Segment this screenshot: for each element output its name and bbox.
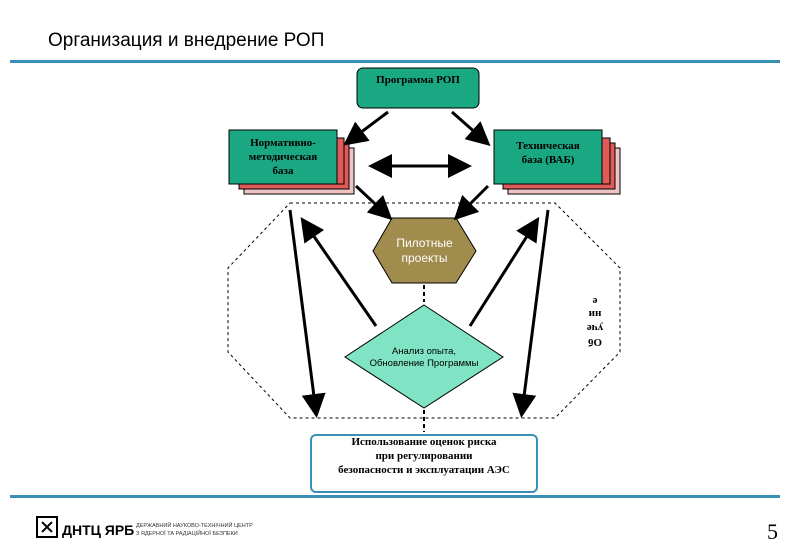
analysis-label: Анализ опыта, Обновление Программы [369,346,479,369]
arrow-technical-to-pilot [453,184,490,221]
program-label: Программа РОП [376,74,460,86]
normative-base-box [228,129,338,185]
technical-base-label: Техническая база (ВАБ) [516,140,580,166]
page-number: 5 [767,519,778,544]
pilot-projects-label: Пилотные проекты [396,236,453,265]
arrow-program-to-technical [451,110,491,146]
arrow-right-up [468,216,540,327]
technical-base-stack [493,129,621,195]
footer-divider [10,495,780,498]
logo-abbreviation: ДНТЦ ЯРБ [62,522,135,538]
program-box [356,67,480,109]
logo-line-1: ДЕРЖАВНИЙ НАУКОВО-ТЕХНІЧНИЙ ЦЕНТР [136,523,253,529]
page-title: Организация и внедрение РОП [48,30,325,51]
arrow-normative-to-pilot [354,184,393,221]
risk-usage-label: Использование оценок риска при регулиров… [338,436,510,476]
arrow-left-up [300,217,378,327]
logo-line-2: З ЯДЕРНОЇ ТА РАДІАЦІЙНОЇ БЕЗПЕКИ [136,531,238,537]
technical-base-box [493,129,603,185]
arrow-program-to-normative [343,110,389,146]
normative-base-label: Нормативно- методическая база [248,137,318,177]
header-divider [10,60,780,63]
feedback-octagon [227,202,621,419]
training-side-label: Об уче ни е [586,294,604,348]
atom-logo-icon [36,516,58,538]
arrow-right-down [512,209,550,418]
arrow-left-down [288,209,326,418]
normative-base-stack [228,129,355,195]
organization-logo: ДНТЦ ЯРБ ДЕРЖАВНИЙ НАУКОВО-ТЕХНІЧНИЙ ЦЕН… [36,514,276,546]
analysis-diamond [344,304,504,409]
risk-usage-box [310,434,538,493]
